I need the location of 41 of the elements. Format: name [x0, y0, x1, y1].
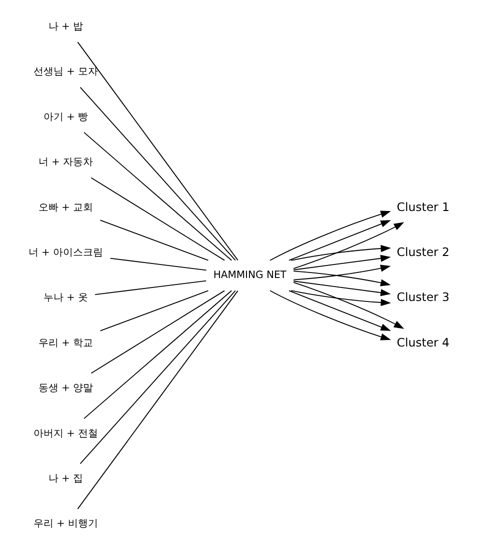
connector: [94, 280, 206, 296]
arrow: [292, 264, 390, 280]
arrow: [292, 254, 390, 270]
arrow: [292, 222, 404, 269]
node-text: 선생님 + 모자: [32, 66, 98, 78]
connector: [99, 290, 208, 332]
node-text: 나 + 밥: [48, 21, 83, 32]
node-text: Cluster 2: [396, 244, 450, 259]
connector: [79, 86, 236, 261]
arrow: [292, 280, 390, 296]
connector: [109, 258, 206, 271]
node-text: 아기 + 빵: [42, 112, 88, 123]
connector: [83, 290, 232, 419]
connector: [99, 220, 208, 261]
node-text: Cluster 4: [396, 335, 450, 350]
arrow: [288, 290, 390, 331]
connector: [83, 132, 232, 261]
arrow: [269, 290, 390, 340]
node-text: 우리 + 비행기: [32, 518, 98, 530]
connector: [90, 177, 224, 261]
arrow: [269, 210, 390, 261]
node-text: 오빠 + 교회: [38, 202, 93, 214]
node-text: Cluster 1: [396, 200, 450, 214]
node-text: 동생 + 양말: [38, 383, 93, 394]
arrow: [292, 270, 390, 286]
node-text: 아버지 + 전철: [32, 428, 98, 440]
node-text: Cluster 3: [396, 290, 450, 304]
connector: [76, 290, 238, 510]
node-text: 누나 + 옷: [42, 292, 88, 304]
node-text: 너 + 아이스크림: [28, 247, 103, 258]
arrow: [288, 220, 390, 261]
connector: [90, 290, 224, 374]
node-text: 너 + 자동차: [38, 157, 93, 168]
connector: [79, 290, 236, 464]
node-text: 우리 + 학교: [38, 338, 93, 349]
arrow: [290, 244, 390, 261]
connector: [76, 42, 238, 261]
arrow: [292, 282, 404, 329]
node-text: HAMMING NET: [212, 270, 286, 282]
arrow: [290, 290, 390, 306]
node-text: 나 + 집: [48, 474, 83, 485]
